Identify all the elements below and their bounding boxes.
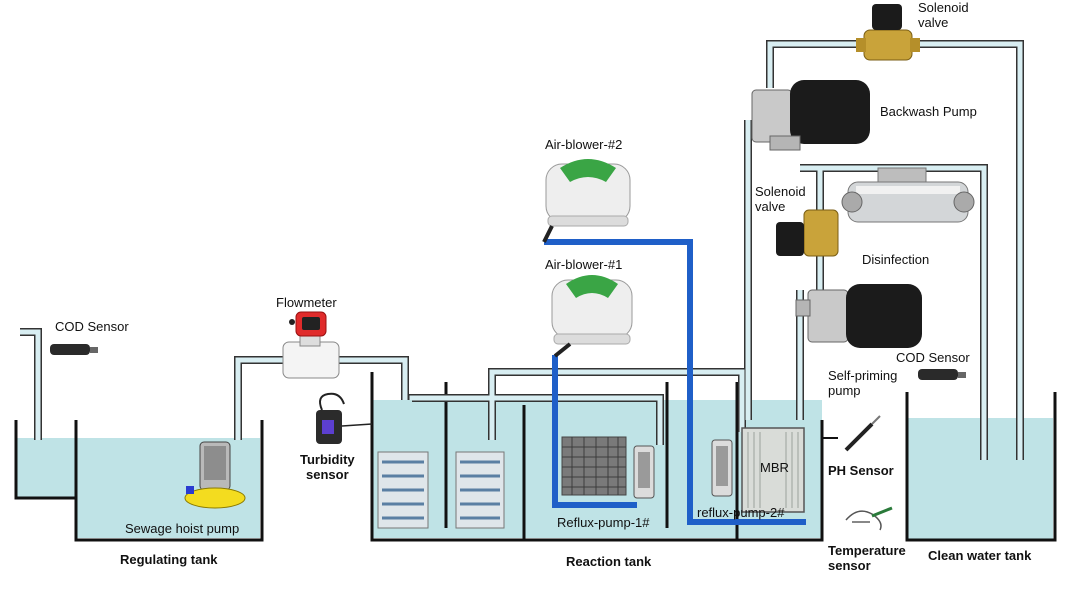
solenoid-top-label: Solenoid valve [918, 0, 969, 30]
solenoid-valve-top [856, 4, 920, 61]
disinfection-label: Disinfection [862, 252, 930, 267]
mbr-module [741, 427, 805, 513]
air-lines [544, 239, 806, 525]
self-priming-pump [795, 284, 922, 348]
reflux-pump-2-label: reflux-pump-2# [697, 505, 785, 520]
backwash-pump [751, 80, 870, 151]
water-fills [16, 400, 1053, 540]
solenoid-mid-label: Solenoid valve [755, 184, 806, 214]
temperature-label: Temperature sensor [828, 543, 906, 573]
disinfection-unit [841, 167, 975, 223]
air-blower-2 [542, 159, 631, 243]
mbr-label: MBR [760, 460, 789, 475]
sewage-hoist-pump [184, 441, 246, 509]
biofilm-media [561, 436, 627, 496]
diffuser-1 [377, 451, 429, 529]
flowmeter [282, 311, 340, 379]
regulating-tank-label: Regulating tank [120, 552, 218, 567]
regulating-tank [14, 420, 264, 542]
sewage-pump-label: Sewage hoist pump [125, 521, 240, 536]
cod-sensor-right-label: COD Sensor [896, 350, 970, 365]
cod-sensor-left [50, 344, 98, 355]
reaction-tank-label: Reaction tank [566, 554, 652, 569]
reflux-pump-1-label: Reflux-pump-1# [557, 515, 650, 530]
air-blower-2-label: Air-blower-#2 [545, 137, 623, 152]
turbidity-label: Turbidity sensor [300, 452, 355, 482]
self-priming-label: Self-priming pump [828, 368, 898, 398]
backwash-pump-label: Backwash Pump [880, 104, 977, 119]
clean-water-tank-label: Clean water tank [928, 548, 1032, 563]
clean-water-tank [905, 392, 1057, 542]
ph-sensor [822, 415, 881, 452]
cod-sensor-right [918, 369, 966, 380]
ph-sensor-label: PH Sensor [828, 463, 894, 478]
temperature-sensor [845, 506, 893, 531]
reflux-pump-1 [633, 445, 655, 499]
diffuser-2 [455, 451, 505, 529]
turbidity-sensor [316, 392, 373, 444]
flowmeter-label: Flowmeter [276, 295, 337, 310]
cod-sensor-left-label: COD Sensor [55, 319, 129, 334]
solenoid-valve-mid [776, 209, 839, 257]
air-blower-1 [551, 275, 633, 358]
reflux-pump-2 [711, 439, 733, 497]
air-blower-1-label: Air-blower-#1 [545, 257, 623, 272]
reaction-tank [370, 372, 824, 542]
